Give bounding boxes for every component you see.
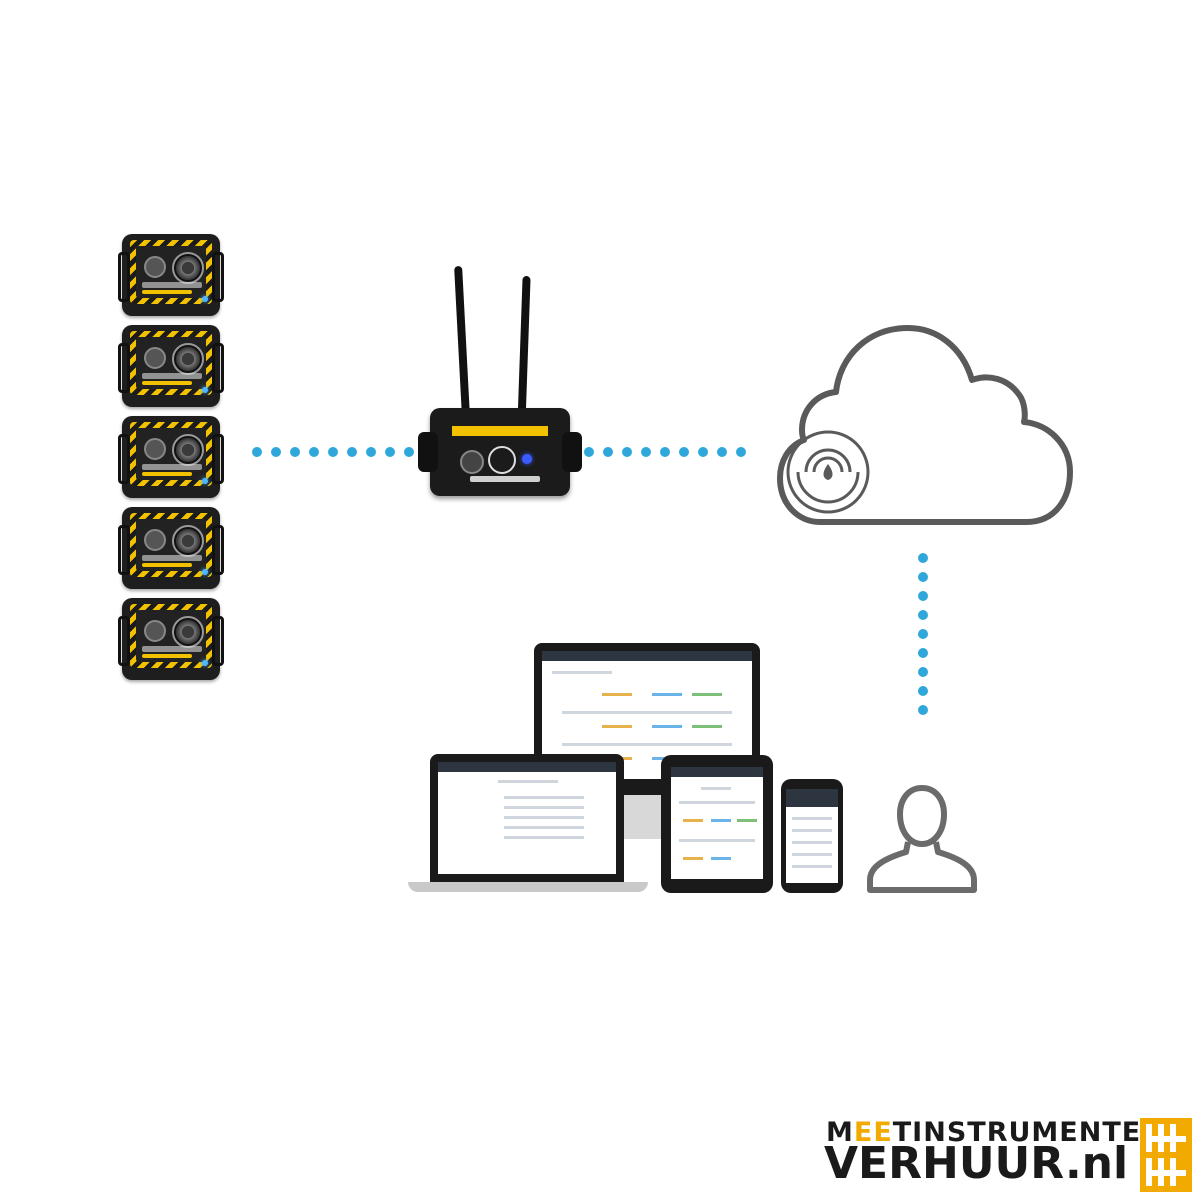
phone-screen: [786, 789, 838, 883]
cloud-icon: [776, 322, 1076, 528]
tablet-screen: [671, 767, 763, 879]
logo-line-2: VERHUUR.nl: [824, 1138, 1128, 1189]
cloud-sensor-device: [122, 507, 220, 589]
laptop-screen: [438, 762, 616, 874]
cloud-sensor-device: [122, 234, 220, 316]
cloud-sensor-device: [122, 325, 220, 407]
person-icon: [864, 780, 980, 896]
antenna-right: [517, 276, 530, 426]
laptop-base: [408, 882, 648, 892]
cloud-sensor-device: [122, 598, 220, 680]
cloud-logo-icon: [788, 432, 868, 512]
smartphone: [781, 779, 843, 893]
logo-mark-icon: [1140, 1118, 1192, 1192]
antenna-left: [454, 266, 470, 416]
cloud-sensor-device: [122, 416, 220, 498]
laptop: [430, 754, 624, 882]
tablet: [661, 755, 773, 893]
monitor-stand: [622, 795, 662, 839]
